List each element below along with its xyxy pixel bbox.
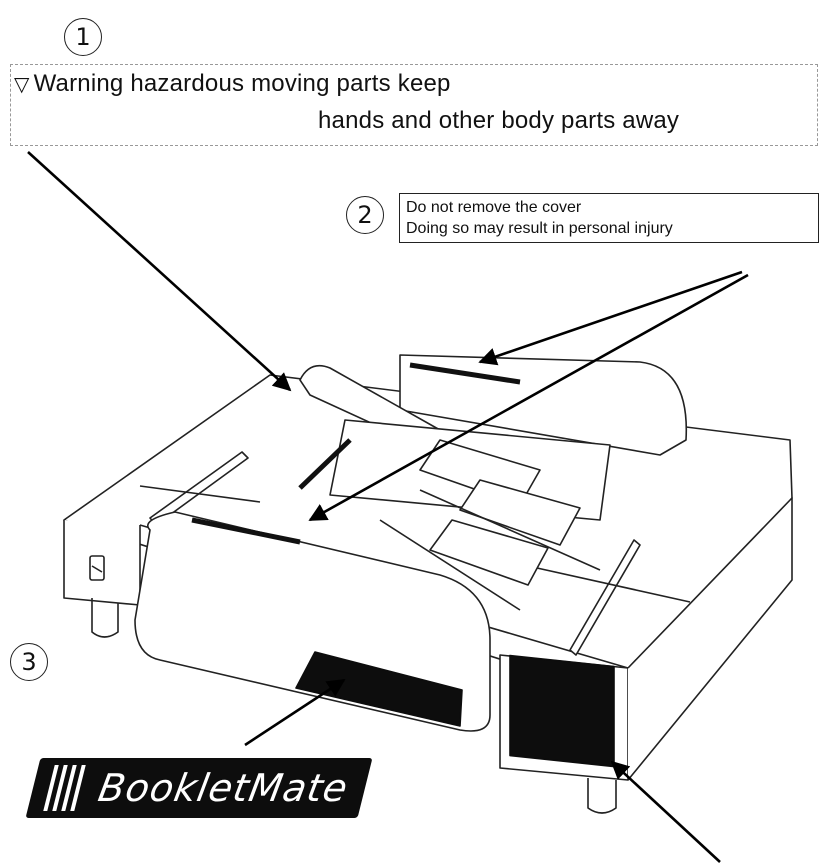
arrow-3a (244, 678, 346, 747)
callout-number-2: 2 (346, 196, 384, 234)
arrow-2b (308, 273, 749, 522)
arrow-1 (27, 151, 292, 392)
bookletmate-logo: BookletMate (25, 758, 373, 818)
side-label (509, 654, 615, 768)
front-label (295, 651, 463, 727)
callout-number-3: 3 (10, 643, 48, 681)
paper-guide-right (569, 539, 641, 656)
cover-warning-box: Do not remove the cover Doing so may res… (399, 193, 819, 243)
cover-stripe-back (409, 362, 521, 385)
logo-stripes (26, 758, 103, 818)
power-switch (89, 555, 105, 581)
warning-text-line2: hands and other body parts away (318, 107, 680, 134)
warning-text-line1: ▽Warning hazardous moving parts keep (14, 70, 451, 97)
cover-warning-line2: Doing so may result in personal injury (406, 220, 673, 237)
arrow-2a (478, 270, 743, 366)
warning-label-box (10, 64, 818, 146)
logo-text: BookletMate (95, 766, 352, 810)
callout-number-1: 1 (64, 18, 102, 56)
arrow-3b (610, 760, 721, 863)
cover-stripe-front (191, 517, 301, 545)
foot-right (587, 778, 617, 814)
back-cover (399, 354, 688, 456)
foot-left (91, 598, 119, 638)
warning-triangle-icon: ▽ (14, 74, 30, 96)
cover-warning-line1: Do not remove the cover (406, 199, 582, 216)
